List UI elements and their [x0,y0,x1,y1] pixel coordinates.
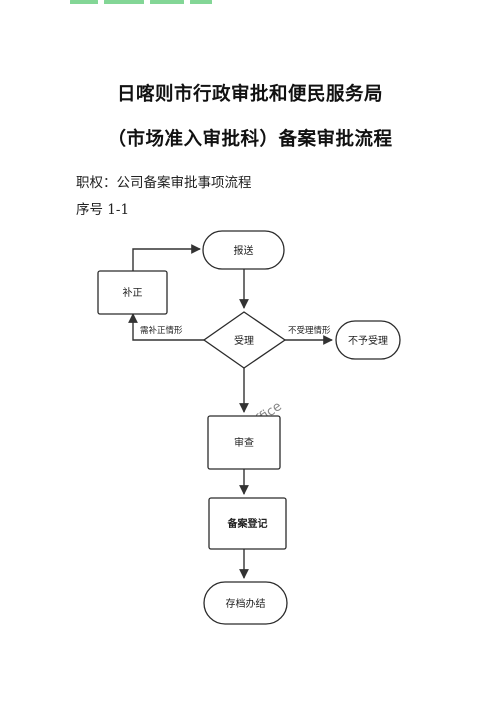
top-decoration-strip [70,0,230,4]
edge-label-needs-supplement: 需补正情形 [140,325,183,336]
serial-number-line: 序号 1-1 [76,202,130,218]
node-reject-label: 不予受理 [348,335,388,347]
node-accept-label: 受理 [234,335,254,347]
document-title-line-2: （市场准入审批科）备案审批流程 [107,129,393,150]
node-archive-label: 存档办结 [226,597,266,610]
node-register-label: 备案登记 [227,517,268,530]
document-title-line-1: 日喀则市行政审批和便民服务局 [116,84,383,105]
node-submit-label: 报送 [234,244,254,257]
edge-accept-to-supplement [128,313,204,341]
node-supplement-label: 补正 [123,286,143,299]
node-accept: 受理 [202,311,287,369]
node-submit: 报送 [202,230,285,270]
edge-label-not-accepted: 不受理情形 [288,325,331,336]
authority-line: 职权：公司备案审批事项流程 [76,175,252,191]
node-review: 审查 [207,415,281,470]
edge-supplement-to-submit [132,244,201,271]
node-supplement: 补正 [97,270,168,315]
node-register: 备案登记 [208,497,287,550]
node-review-label: 审查 [234,436,254,449]
node-reject: 不予受理 [335,320,401,360]
node-archive: 存档办结 [203,581,288,625]
